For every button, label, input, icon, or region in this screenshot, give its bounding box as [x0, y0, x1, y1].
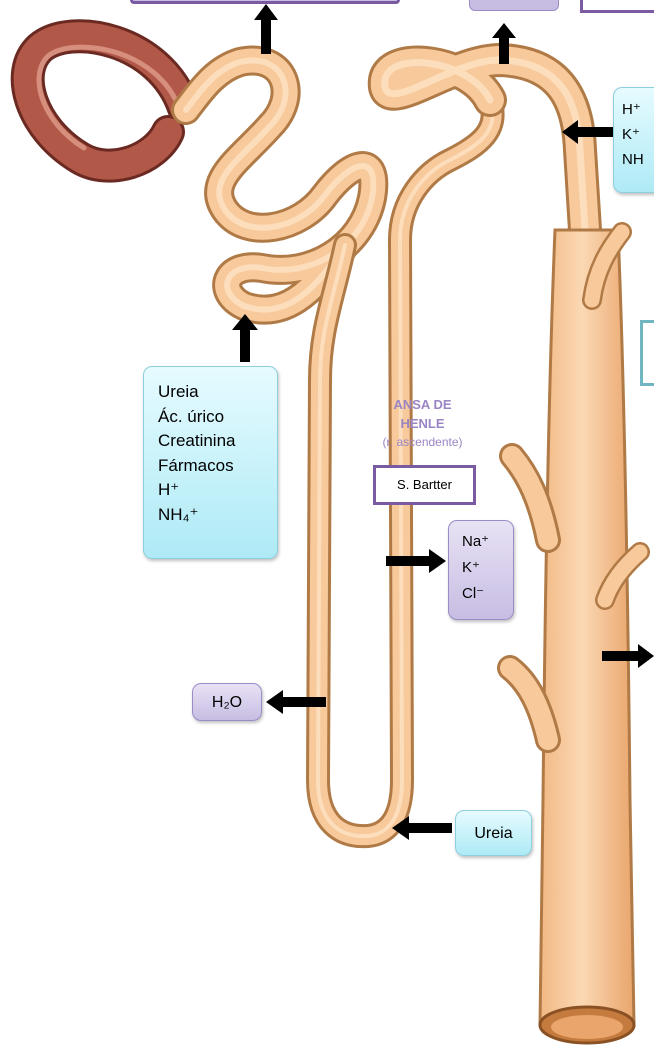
water-box: H₂O	[192, 683, 262, 721]
right-middle-box	[640, 320, 654, 386]
ion-item: K⁺	[462, 555, 513, 581]
distal-item: K⁺	[622, 122, 654, 147]
urea-box: Ureia	[455, 810, 532, 856]
secretion-item: Creatinina	[158, 429, 277, 454]
ion-item: Na⁺	[462, 529, 513, 555]
top-right-box	[580, 0, 654, 13]
secretion-item: Ureia	[158, 380, 277, 405]
water-label: H₂O	[212, 694, 242, 711]
secretion-item: Ác. úrico	[158, 405, 277, 430]
secretion-item: Fármacos	[158, 454, 277, 479]
loop-ions-box: Na⁺ K⁺ Cl⁻	[448, 520, 514, 620]
ion-item: Cl⁻	[462, 581, 513, 607]
bartter-label: S. Bartter	[397, 477, 452, 492]
distal-item: NH	[622, 147, 654, 172]
loop-of-henle-label: ANSA DE HENLE (r. ascendente)	[355, 395, 490, 452]
loop-subtitle: (r. ascendente)	[355, 433, 490, 452]
collecting-duct	[510, 230, 640, 1043]
loop-title-line2: HENLE	[355, 414, 490, 433]
top-left-box	[130, 0, 400, 4]
bartter-syndrome-box: S. Bartter	[373, 465, 476, 505]
distal-item: H⁺	[622, 97, 654, 122]
bowman-capsule	[28, 36, 184, 165]
secretion-item: NH₄⁺	[158, 503, 277, 528]
loop-title-line1: ANSA DE	[355, 395, 490, 414]
urea-label: Ureia	[474, 825, 512, 842]
distal-secretion-box: H⁺ K⁺ NH	[613, 87, 654, 193]
secretion-substances-box: Ureia Ác. úrico Creatinina Fármacos H⁺ N…	[143, 366, 278, 559]
top-middle-box	[469, 0, 559, 11]
secretion-item: H⁺	[158, 478, 277, 503]
